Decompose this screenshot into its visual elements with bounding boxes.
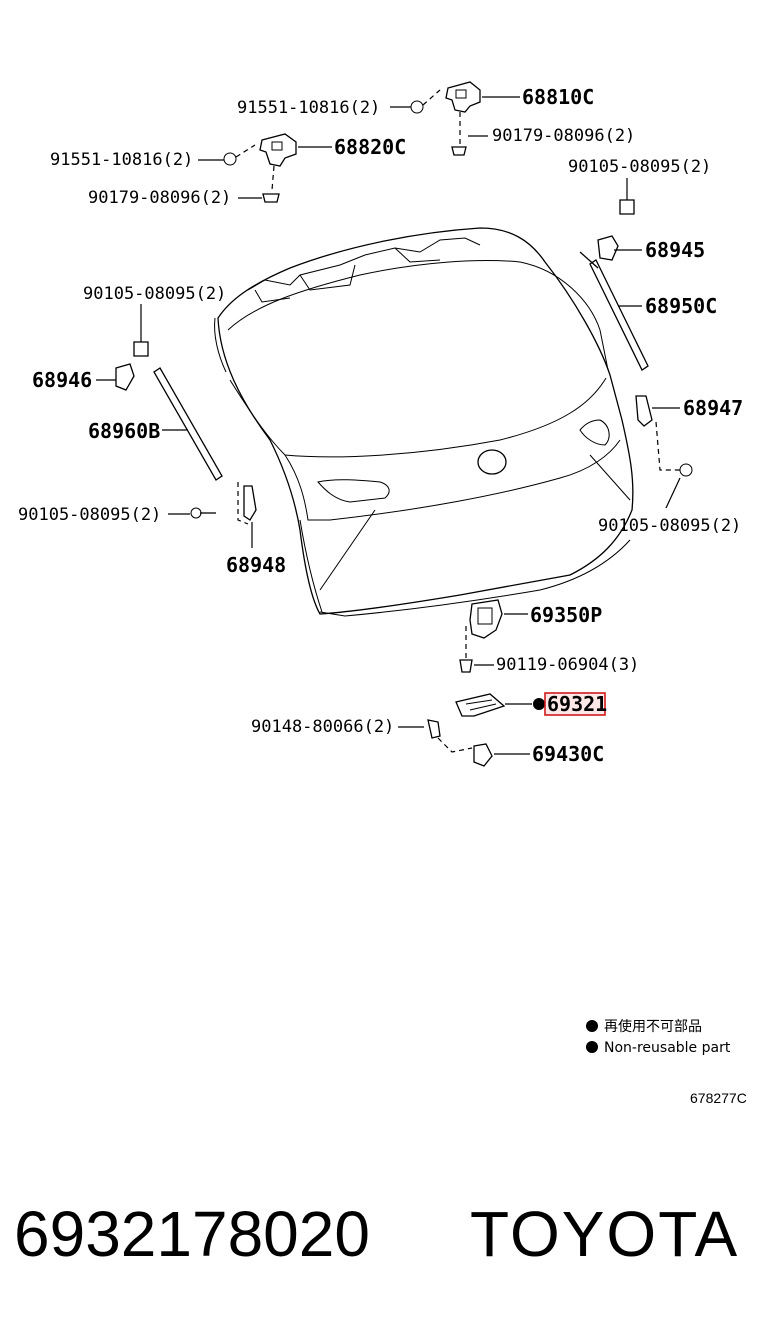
bracket-68947 bbox=[635, 395, 693, 477]
callout-68945: 68945 bbox=[645, 238, 705, 262]
callout-91551-left: 91551-10816(2) bbox=[50, 150, 193, 170]
callout-90105-right-bottom: 90105-08095(2) bbox=[598, 516, 741, 536]
callout-90148: 90148-80066(2) bbox=[251, 717, 394, 737]
non-reusable-marker bbox=[533, 698, 545, 710]
figure-code: 678277C bbox=[690, 1090, 747, 1106]
hinge-68810C bbox=[410, 81, 481, 156]
callout-68960B: 68960B bbox=[88, 419, 160, 443]
callout-68820C: 68820C bbox=[334, 135, 406, 159]
striker-69321 bbox=[455, 693, 506, 717]
callout-90179-top: 90179-08096(2) bbox=[492, 126, 635, 146]
callout-90179-left: 90179-08096(2) bbox=[88, 188, 231, 208]
legend-bullet-jp bbox=[586, 1020, 598, 1032]
callout-90119: 90119-06904(3) bbox=[496, 655, 639, 675]
callout-69321: 69321 bbox=[547, 692, 607, 716]
footer-brand: TOYOTA bbox=[470, 1198, 739, 1270]
callout-69350P: 69350P bbox=[530, 603, 602, 627]
legend: 再使用不可部品 Non-reusable part bbox=[586, 1018, 731, 1056]
strut-68950C bbox=[579, 199, 649, 371]
legend-non-reusable-jp: 再使用不可部品 bbox=[604, 1018, 702, 1035]
striker-69430C bbox=[427, 719, 493, 767]
callout-68950C: 68950C bbox=[645, 294, 717, 318]
callout-68948: 68948 bbox=[226, 553, 286, 577]
strut-68960B bbox=[115, 341, 223, 481]
callout-68946: 68946 bbox=[32, 368, 92, 392]
back-door-panel bbox=[214, 227, 634, 617]
highlight-box bbox=[544, 692, 606, 716]
callout-90105-right-top: 90105-08095(2) bbox=[568, 157, 711, 177]
callout-68810C: 68810C bbox=[522, 85, 594, 109]
callout-68947: 68947 bbox=[683, 396, 743, 420]
legend-bullet-en bbox=[586, 1041, 598, 1053]
hinge-68820C bbox=[223, 133, 297, 203]
bracket-68948 bbox=[190, 482, 257, 525]
legend-non-reusable-en: Non-reusable part bbox=[604, 1040, 731, 1056]
callout-69430C: 69430C bbox=[532, 742, 604, 766]
callout-90105-left-top: 90105-08095(2) bbox=[83, 284, 226, 304]
callout-91551-top: 91551-10816(2) bbox=[237, 98, 380, 118]
lock-69350P bbox=[459, 599, 503, 673]
callout-90105-left-bottom: 90105-08095(2) bbox=[18, 505, 161, 525]
footer-part-number: 6932178020 bbox=[14, 1198, 370, 1270]
